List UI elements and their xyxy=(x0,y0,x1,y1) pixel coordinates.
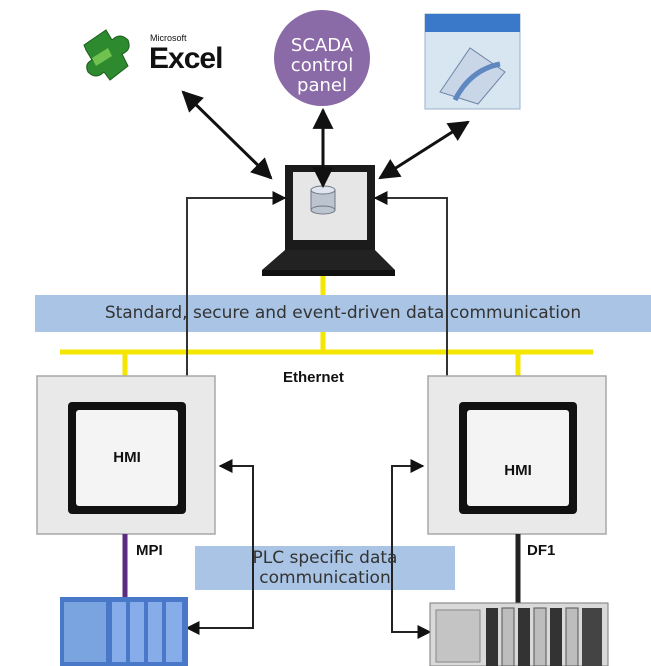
scada-control-panel-circle xyxy=(274,10,370,106)
communication-band xyxy=(35,295,651,332)
hmi-left-label: HMI xyxy=(113,449,141,466)
df1-label: DF1 xyxy=(527,542,556,559)
database-icon xyxy=(310,185,336,215)
plc-hmi-right-arrow xyxy=(391,459,432,639)
excel-puzzle-icon xyxy=(83,29,130,81)
touch-app-icon xyxy=(424,13,521,110)
scada-label-line3: panel xyxy=(297,75,347,96)
scada-label-line2: control xyxy=(290,55,354,76)
ethernet-label: Ethernet xyxy=(283,369,344,386)
scada-label-line1: SCADA xyxy=(290,35,354,56)
laptop-hmi-left-arrow xyxy=(180,191,287,390)
excel-brand-text: Microsoft xyxy=(150,33,187,43)
communication-band-label: Standard, secure and event-driven data c… xyxy=(104,303,582,323)
excel-laptop-arrow xyxy=(181,90,273,180)
laptop-hmi-right-arrow xyxy=(373,191,454,390)
plc-hmi-left-arrow xyxy=(185,459,254,635)
plc-band-label-line2: communication xyxy=(259,568,391,588)
plc-right-icon xyxy=(429,602,609,666)
mpi-label: MPI xyxy=(136,542,163,559)
plc-band-label-line1: PLC specific data xyxy=(252,548,398,568)
hmi-right-label: HMI xyxy=(504,462,532,479)
plc-left-icon xyxy=(60,597,188,666)
laptop-icon xyxy=(262,165,395,276)
hmi-panel-left xyxy=(36,375,216,535)
excel-logo-text: Excel xyxy=(149,42,223,75)
app-laptop-arrow xyxy=(378,120,470,180)
hmi-panel-right xyxy=(427,375,607,535)
